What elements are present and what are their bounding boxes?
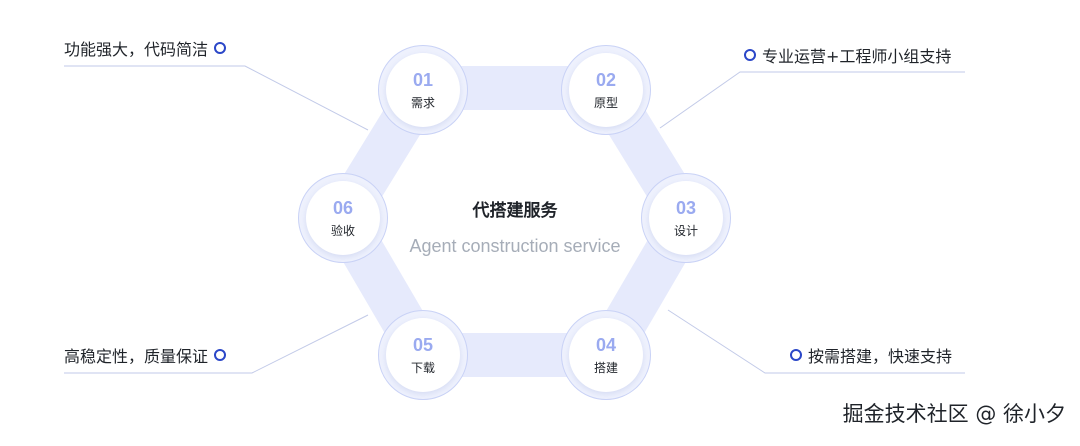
node-number: 02 [595, 69, 617, 90]
callout-top-left-text: 功能强大，代码简洁 [64, 40, 209, 59]
node-label: 原型 [593, 95, 618, 110]
node-number: 04 [595, 334, 617, 355]
node-02: 02 原型 [561, 45, 651, 135]
callout-bottom-right: 按需搭建，快速支持 [790, 343, 952, 367]
center-subtitle: Agent construction service [409, 236, 621, 256]
callout-bottom-left-text: 高稳定性，质量保证 [64, 347, 209, 366]
node-05: 05 下载 [378, 310, 468, 400]
node-03: 03 设计 [641, 173, 731, 263]
callout-line-top-left [64, 65, 369, 131]
bullet-dot-icon [790, 349, 802, 361]
node-01: 01 需求 [378, 45, 468, 135]
node-label: 下载 [410, 360, 435, 375]
node-number: 01 [412, 69, 434, 90]
node-label: 验收 [330, 223, 355, 238]
node-number: 06 [332, 197, 354, 218]
node-04: 04 搭建 [561, 310, 651, 400]
node-number: 05 [412, 334, 434, 355]
callout-line-bottom-right [667, 309, 965, 374]
node-number: 03 [675, 197, 697, 218]
hexagon-band [321, 66, 708, 377]
callout-bottom-right-text: 按需搭建，快速支持 [808, 347, 953, 366]
callout-top-left: 功能强大，代码简洁 [64, 36, 227, 60]
node-label: 需求 [410, 95, 435, 110]
callout-top-right-text: 专业运营+工程师小组支持 [762, 47, 952, 66]
node-label: 搭建 [593, 360, 618, 375]
watermark: 掘金技术社区 @ 徐小夕 [842, 402, 1066, 426]
node-label: 设计 [673, 223, 698, 238]
callout-line-top-right [659, 71, 965, 129]
node-06: 06 验收 [298, 173, 388, 263]
callout-bottom-left: 高稳定性，质量保证 [64, 343, 227, 367]
callout-top-right: 专业运营+工程师小组支持 [744, 43, 951, 67]
callout-line-bottom-left [64, 314, 369, 374]
bullet-dot-icon [214, 349, 227, 361]
bullet-dot-icon [214, 42, 227, 54]
center-title: 代搭建服务 [472, 201, 558, 221]
bullet-dot-icon [744, 49, 756, 61]
